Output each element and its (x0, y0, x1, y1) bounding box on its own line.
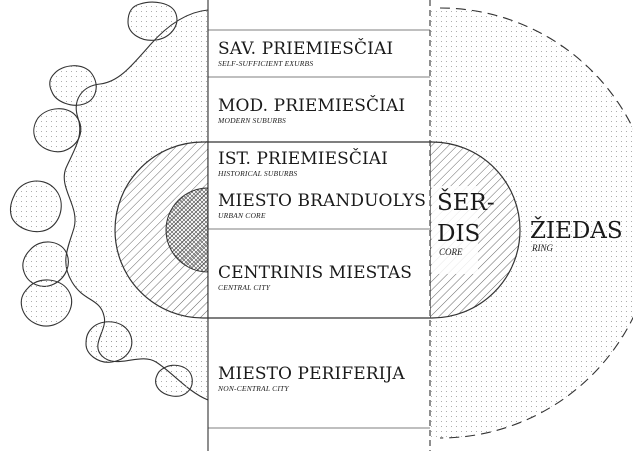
core-title-line2: DIS (437, 221, 481, 247)
core-subtitle: CORE (439, 247, 463, 257)
zone-subtitle: NON-CENTRAL CITY (218, 384, 289, 393)
zone-subtitle: CENTRAL CITY (218, 283, 271, 292)
zone-label-non-central-city: MIESTO PERIFERIJA NON-CENTRAL CITY (218, 364, 405, 394)
zone-subtitle: MODERN SUBURBS (218, 116, 286, 125)
core-title-line1: ŠER- (437, 190, 495, 216)
zone-title: MIESTO PERIFERIJA (218, 364, 405, 384)
blob-top (127, 1, 178, 41)
zone-label-urban-core: MIESTO BRANDUOLYS URBAN CORE (218, 191, 426, 221)
zone-title: MIESTO BRANDUOLYS (218, 191, 426, 211)
ring-title: ŽIEDAS (530, 218, 623, 244)
blob-mid-left (33, 108, 82, 153)
zone-separators (208, 29, 430, 429)
ring-label: ŽIEDAS RING (530, 219, 623, 253)
core-hatched-left (114, 141, 208, 319)
zone-subtitle: URBAN CORE (218, 211, 266, 220)
zone-title: SAV. PRIEMIESČIAI (218, 39, 394, 59)
zone-label-exurbs: SAV. PRIEMIESČIAI SELF-SUFFICIENT EXURBS (218, 39, 394, 69)
blob-bottom (155, 364, 193, 397)
ring-area (430, 7, 633, 439)
zone-label-modern-suburbs: MOD. PRIEMIESČIAI MODERN SUBURBS (218, 96, 406, 126)
zone-subtitle: HISTORICAL SUBURBS (218, 169, 298, 178)
ring-subtitle: RING (532, 243, 553, 253)
blob-upper-left (49, 65, 97, 106)
band-borders (207, 0, 431, 451)
urban-core-disk (165, 187, 209, 273)
city-band (208, 0, 430, 451)
zone-title: IST. PRIEMIESČIAI (218, 149, 388, 169)
blob-left-3 (20, 279, 73, 327)
blob-lower-left (85, 321, 133, 363)
core-label: ŠER- DIS CORE (437, 188, 495, 257)
zone-title: MOD. PRIEMIESČIAI (218, 96, 406, 116)
zone-subtitle: SELF-SUFFICIENT EXURBS (218, 59, 314, 68)
zone-title: CENTRINIS MIESTAS (218, 263, 412, 283)
blob-left-1 (9, 180, 62, 233)
zone-label-central-city: CENTRINIS MIESTAS CENTRAL CITY (218, 263, 412, 293)
zone-label-historical-suburbs: IST. PRIEMIESČIAI HISTORICAL SUBURBS (218, 149, 388, 179)
